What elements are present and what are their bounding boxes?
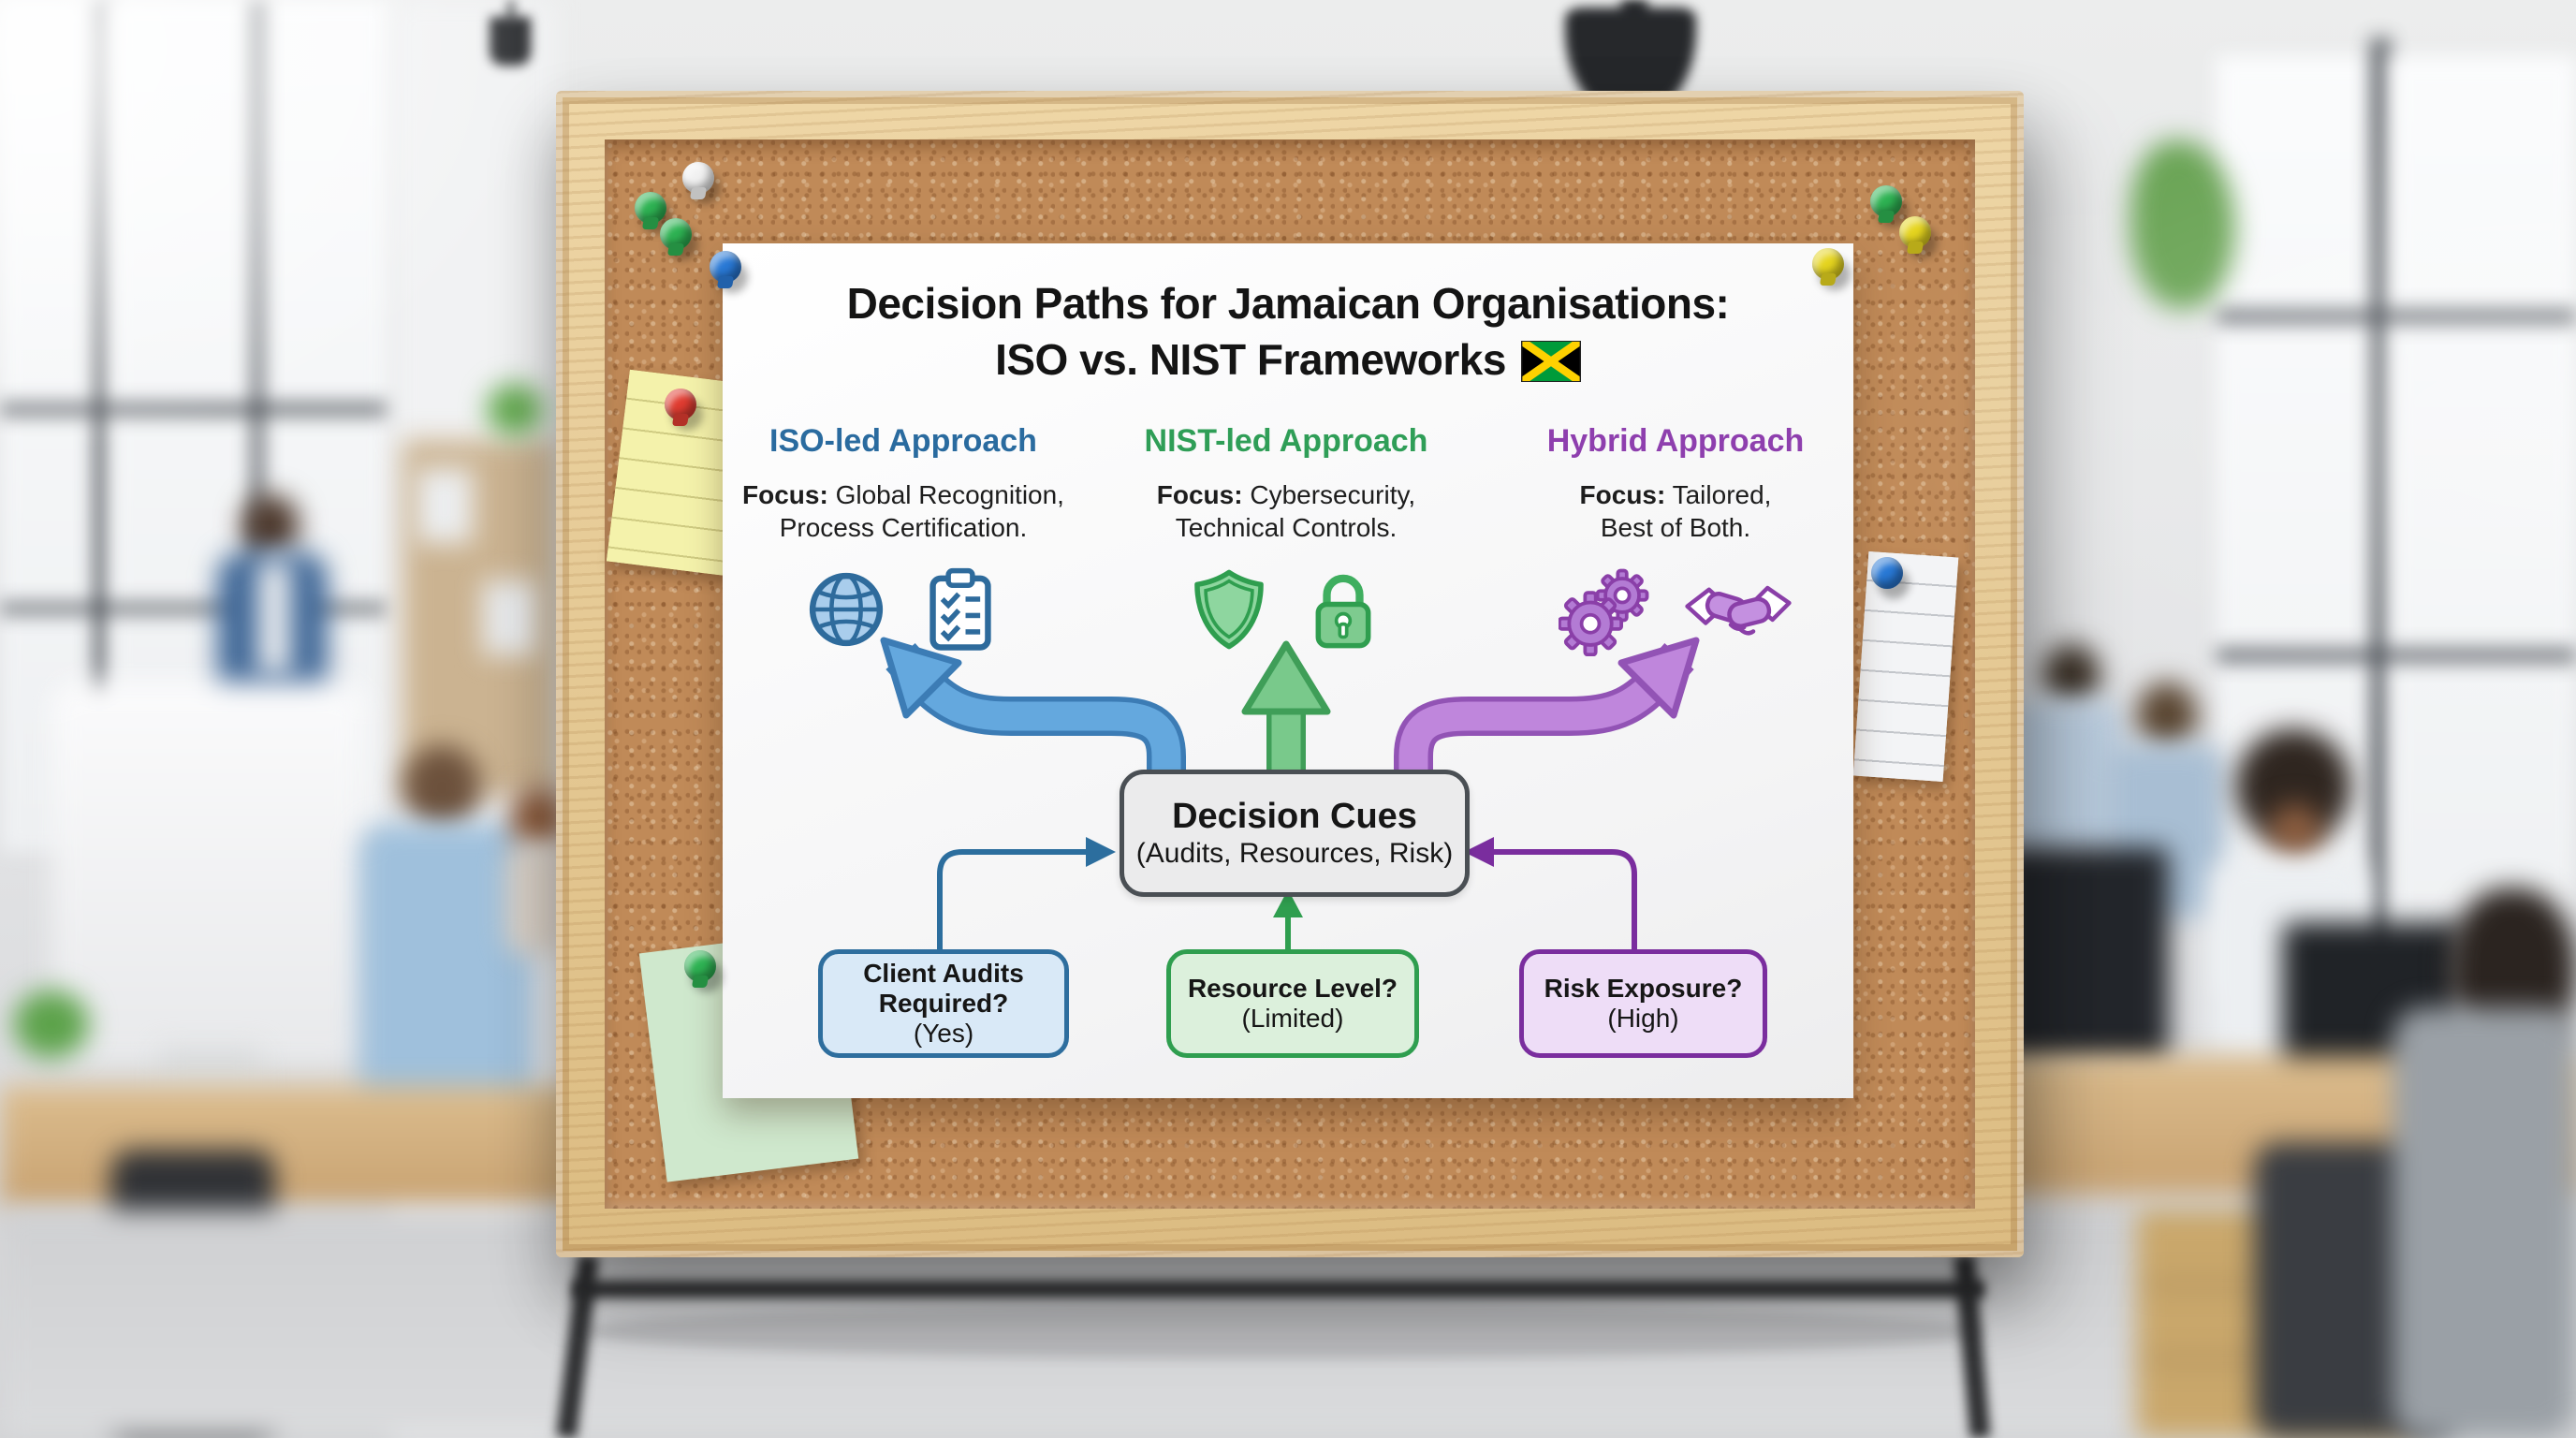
- risk-connector: [1486, 849, 1637, 949]
- red-pushpin: [665, 389, 696, 420]
- white-pushpin: [682, 162, 714, 194]
- window: [2391, 56, 2576, 1030]
- binder: [482, 580, 538, 655]
- pendant-lamp: [490, 17, 531, 66]
- cue-box-risk-exposure: Risk Exposure? (High): [1519, 949, 1767, 1058]
- audits-connector: [937, 849, 1093, 949]
- blue-pushpin: [710, 251, 741, 283]
- blue-ball-pin: [1871, 557, 1903, 589]
- decision-cues-box: Decision Cues (Audits, Resources, Risk): [1120, 770, 1470, 897]
- binder: [417, 468, 473, 543]
- plant: [14, 990, 89, 1058]
- board-shadow: [580, 1303, 1984, 1359]
- person-sweater: [2393, 1007, 2576, 1438]
- imac-monitor: [51, 682, 366, 1065]
- cue-box-resource-level: Resource Level? (Limited): [1166, 949, 1419, 1058]
- green-pushpin: [660, 218, 692, 250]
- green-pushpin: [684, 950, 716, 982]
- window-frame: [0, 403, 393, 416]
- person-head: [2136, 682, 2198, 749]
- window-frame: [2217, 309, 2576, 324]
- decision-cues-subtitle: (Audits, Resources, Risk): [1135, 838, 1454, 869]
- plant: [487, 384, 543, 435]
- person-head: [2042, 644, 2100, 706]
- poster: Decision Paths for Jamaican Organisation…: [723, 243, 1853, 1098]
- shirt: [258, 562, 290, 674]
- white-lined-note: [1852, 550, 1959, 783]
- window-frame: [2217, 648, 2576, 663]
- green-pushpin: [1870, 185, 1902, 217]
- monitor: [1998, 847, 2169, 1064]
- nist-arrowhead: [1241, 640, 1331, 715]
- person-face: [2269, 803, 2321, 861]
- person-head: [402, 745, 481, 829]
- decision-cues-title: Decision Cues: [1172, 797, 1417, 836]
- stand-bar: [573, 1281, 1984, 1298]
- cue-box-client-audits: Client Audits Required? (Yes): [818, 949, 1069, 1058]
- green-pushpin: [635, 192, 666, 224]
- audits-connector-arrowhead: [1086, 837, 1116, 867]
- window-frame: [2370, 37, 2391, 1030]
- yellow-pushpin: [1812, 248, 1844, 280]
- person-head: [242, 494, 300, 556]
- cork-board: Decision Paths for Jamaican Organisation…: [556, 91, 2024, 1257]
- desk: [0, 1086, 599, 1208]
- yellow-pushpin: [1899, 216, 1931, 248]
- window-frame: [0, 603, 393, 614]
